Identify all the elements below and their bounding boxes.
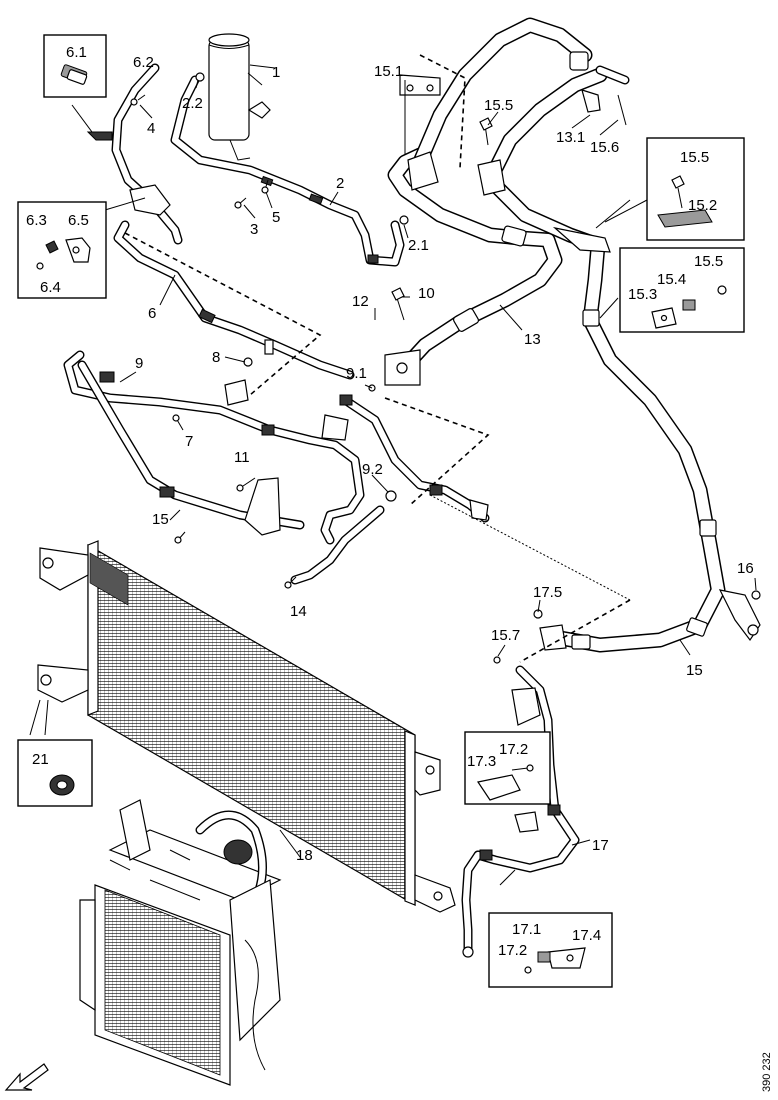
label-6-2: 6.2 [133, 54, 154, 71]
label-1: 1 [272, 64, 280, 81]
pipe-14 [290, 394, 490, 585]
label-6: 6 [148, 305, 156, 322]
label-15-4: 15.4 [657, 271, 686, 288]
callout-17-3 [464, 731, 551, 805]
part-labels: 1 2 2.1 2.2 3 4 5 6 6.1 6.2 6.3 6.4 6.5 … [26, 44, 754, 959]
arrow-down-left-icon [4, 1063, 49, 1091]
label-13: 13 [524, 331, 541, 348]
pipe-9 [63, 350, 365, 545]
label-9: 9 [135, 355, 143, 372]
label-15-3: 15.3 [628, 286, 657, 303]
callout-21 [17, 739, 93, 807]
label-2-1: 2.1 [408, 237, 429, 254]
label-15-6: 15.6 [590, 139, 619, 156]
vehicle-front-module-thumbnail [79, 799, 282, 1086]
receiver-drier [208, 33, 276, 161]
label-17: 17 [592, 837, 609, 854]
dashed-reference-lines [124, 54, 631, 663]
label-14: 14 [290, 603, 307, 620]
label-18: 18 [296, 847, 313, 864]
condenser [29, 540, 456, 913]
label-17-2b: 17.2 [498, 942, 527, 959]
label-6-4: 6.4 [40, 279, 61, 296]
label-8: 8 [212, 349, 220, 366]
label-15-2: 15.2 [688, 197, 717, 214]
label-2-2: 2.2 [182, 95, 203, 112]
small-fasteners [130, 72, 761, 664]
hose-13 [384, 147, 563, 386]
label-2: 2 [336, 175, 344, 192]
label-7: 7 [185, 433, 193, 450]
leader-lines [71, 72, 757, 886]
clamp-13-1 [581, 65, 630, 126]
label-11: 11 [234, 449, 250, 466]
label-15a: 15 [152, 511, 169, 528]
label-4: 4 [147, 120, 155, 137]
bracket-15-1 [399, 74, 441, 96]
label-17-5: 17.5 [533, 584, 562, 601]
label-15-1: 15.1 [374, 63, 403, 80]
label-6-5: 6.5 [68, 212, 89, 229]
label-17-3: 17.3 [467, 753, 496, 770]
label-17-4: 17.4 [572, 927, 601, 944]
label-9-2: 9.2 [362, 461, 383, 478]
callout-6-1 [43, 34, 113, 141]
callout-6-3-6-5 [17, 201, 107, 299]
label-15-5b: 15.5 [680, 149, 709, 166]
label-21: 21 [32, 751, 49, 768]
label-15-5a: 15.5 [484, 97, 513, 114]
drawing-reference-number: 390 232 [761, 1052, 773, 1092]
label-13-1: 13.1 [556, 129, 585, 146]
label-16: 16 [737, 560, 754, 577]
label-10: 10 [418, 285, 435, 302]
label-15b: 15 [686, 662, 703, 679]
label-17-2a: 17.2 [499, 741, 528, 758]
label-15-7: 15.7 [491, 627, 520, 644]
label-12: 12 [352, 293, 369, 310]
label-3: 3 [250, 221, 258, 238]
callout-17-1-17-4 [488, 912, 613, 988]
callout-15-3-15-5 [619, 247, 745, 333]
hose-15 [407, 17, 761, 653]
callout-15-5-15-2 [604, 137, 745, 241]
label-6-1: 6.1 [66, 44, 87, 61]
pipe-17 [461, 665, 580, 958]
label-17-1: 17.1 [512, 921, 541, 938]
label-5: 5 [272, 209, 280, 226]
pipe-6 [111, 63, 355, 380]
label-15-5c: 15.5 [694, 253, 723, 270]
label-9-1: 9.1 [346, 365, 367, 382]
label-6-3: 6.3 [26, 212, 47, 229]
